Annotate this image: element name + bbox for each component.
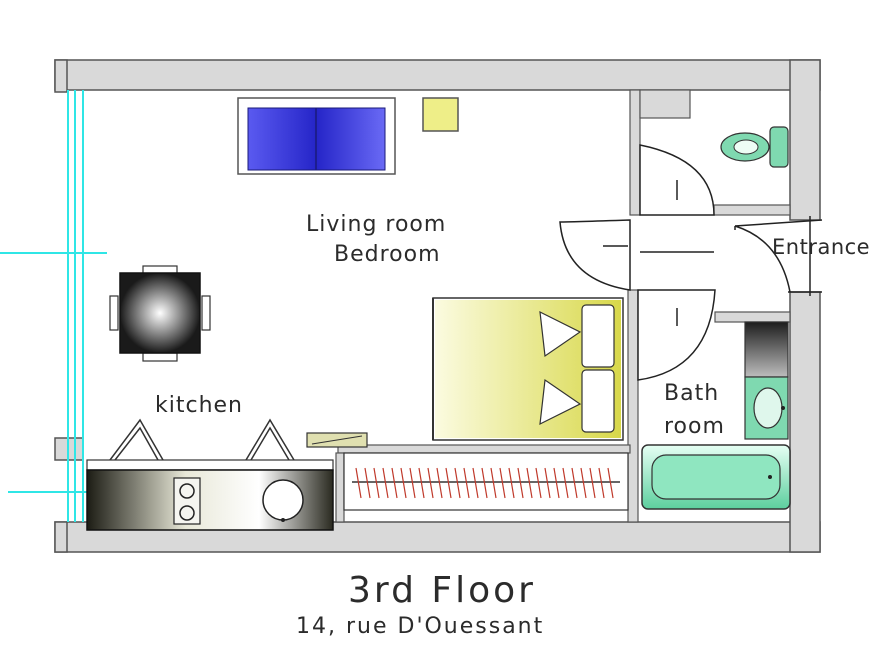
wc-wall-left [629,89,641,216]
hanger-mark [373,467,380,499]
basin-icon [744,321,789,440]
sofa [237,97,396,175]
hanger-mark [544,467,551,499]
bed [432,297,624,441]
hanger-mark [364,467,371,499]
toilet-icon [720,126,789,168]
cabinet-doors [109,418,295,461]
bath-label: Bath [664,381,720,406]
hanger-mark [580,467,587,499]
top-wall [54,59,821,91]
hanger-mark [571,467,578,499]
kitchen-label: kitchen [155,393,243,418]
hanger-mark [436,467,443,499]
entrance-label: Entrance [772,235,871,259]
wc-wall-bottom [713,204,791,216]
hanger-mark [607,467,614,499]
sink-icon [262,479,304,521]
room-label: room [664,414,725,439]
hanger-mark [454,467,461,499]
hanger-mark [472,467,479,499]
hanger-mark [409,467,416,499]
left-window [0,90,107,522]
hanger-mark [490,467,497,499]
bathtub-icon [641,444,791,510]
hanger-mark [562,467,569,499]
floor-title: 3rd Floor [348,570,536,611]
interior-doors [559,144,716,381]
bath-door [637,289,716,381]
closet [306,432,629,511]
address-subtitle: 14, rue D'Ouessant [296,614,545,639]
left-wall-stub-top [54,59,68,93]
hanger-mark [418,467,425,499]
living-door [559,219,631,291]
hanger-mark [589,467,596,499]
hanger-mark [553,467,560,499]
hanger-mark [517,467,524,499]
bath-wall-top [714,311,791,323]
hanger-mark [355,467,362,499]
side-table [422,97,459,132]
hanger-mark [535,467,542,499]
right-wall-lower [789,291,821,553]
dining-table [109,265,211,362]
hanger-mark [445,467,452,499]
bedroom-label: Bedroom [334,242,441,267]
hanger-mark [391,467,398,499]
hanger-mark [499,467,506,499]
kitchen-counter [86,459,334,531]
hanger-mark [427,467,434,499]
hanger-mark [526,467,533,499]
hanger-mark [382,467,389,499]
stove-icon [173,477,201,525]
hanger-mark [508,467,515,499]
hanger-mark [400,467,407,499]
left-wall-base [54,521,68,553]
closet-top-wall [337,444,631,454]
interior-walls [335,89,791,523]
living-room-label: Living room [306,212,447,237]
closet-left-wall [335,452,345,523]
hanger-mark [481,467,488,499]
hanger-mark [463,467,470,499]
bath-wall-left-upper [627,289,639,523]
right-wall-upper [789,59,821,221]
wc-duct [639,89,691,119]
entrance-door [734,216,823,296]
hanger-mark [598,467,605,499]
